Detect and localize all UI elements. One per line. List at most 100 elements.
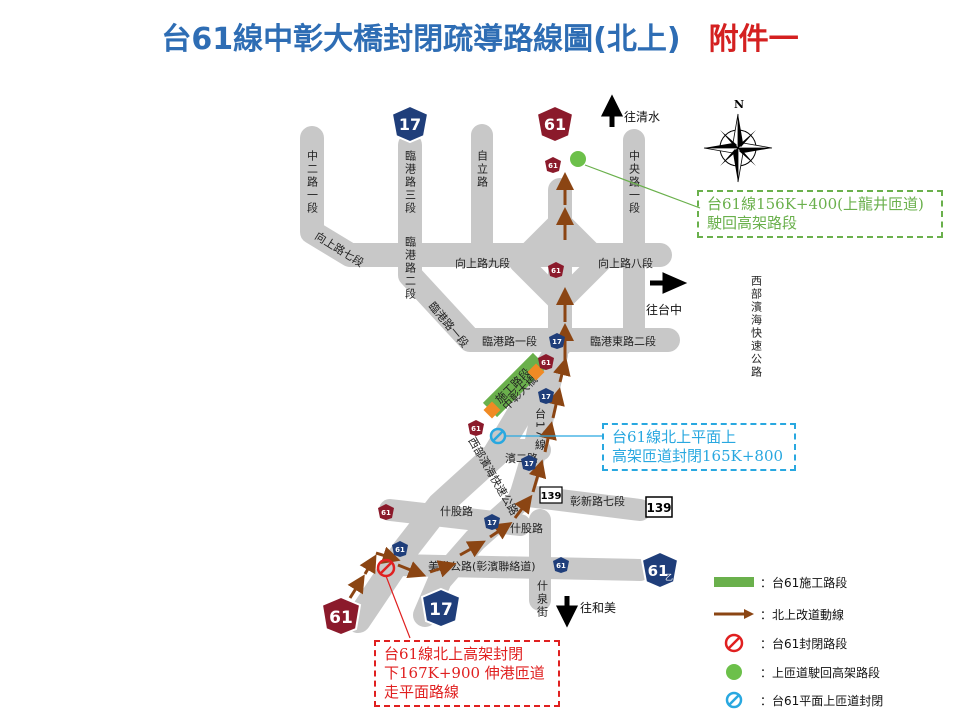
legend-label: ：上匝道駛回高架路段 (760, 665, 881, 680)
svg-text:139: 139 (541, 491, 562, 502)
compass-rose-icon: N (703, 98, 773, 183)
svg-text:17: 17 (487, 519, 497, 527)
road-label-zhangxin7: 彰新路七段 (570, 494, 625, 508)
svg-text:61: 61 (471, 425, 481, 433)
legend-item: ：北上改道動線 (712, 604, 844, 624)
detour-arrow (553, 357, 571, 383)
route-61b-shield-icon: 61 乙 (640, 550, 680, 590)
no-entry-blue-icon (489, 427, 602, 445)
svg-text:17: 17 (399, 115, 421, 134)
legend-item: ：台61平面上匝道封閉 (712, 690, 883, 710)
green-bar-icon (712, 572, 756, 592)
road-label-zhongyang1: 中央路一段 (628, 150, 641, 215)
map-title: 台61線中彰大橋封閉疏導路線圖(北上) 附件一 (0, 14, 960, 58)
svg-text:17: 17 (429, 600, 453, 620)
legend-label: ：台61封閉路段 (760, 636, 848, 651)
green-dot-icon (712, 662, 756, 682)
callout-red: 台61線北上高架封閉 下167K+900 伸港匝道 走平面路線 (374, 640, 560, 707)
brown-arrow-icon (712, 604, 756, 624)
detour-arrow (347, 574, 365, 599)
arrow-right-icon (650, 272, 688, 294)
svg-text:17: 17 (524, 460, 534, 468)
detour-arrow (429, 560, 457, 578)
svg-text:61: 61 (648, 562, 669, 580)
no-entry-blue-icon (712, 690, 756, 710)
route-61-small-shield-icon: 61 (548, 262, 564, 278)
direction-label-qingshui: 往清水 (624, 109, 660, 124)
route-17-small-shield-icon: 17 (484, 514, 500, 530)
route-17-small-shield-icon: 17 (521, 455, 537, 471)
road-label-zili: 自立路 (476, 150, 489, 189)
road-label-xiangshang9: 向上路九段 (455, 256, 510, 270)
detour-arrow (375, 546, 401, 564)
route-61-shield-icon: 61 (535, 104, 575, 144)
route-17-small-shield-icon: 17 (538, 388, 554, 404)
legend-label: ：台61施工路段 (760, 575, 848, 590)
svg-text:61: 61 (551, 267, 561, 275)
svg-text:139: 139 (646, 501, 671, 515)
road-label-west-coast: 西部濱海快速公路 (750, 275, 763, 379)
svg-text:17: 17 (541, 393, 551, 401)
work-sign-icon (483, 401, 501, 419)
svg-text:61: 61 (329, 608, 353, 628)
svg-text:17: 17 (552, 338, 562, 346)
callout-red-line-2: 下167K+900 伸港匝道 (384, 664, 545, 682)
route-61-small-shield-icon: 61 (538, 354, 554, 370)
route-17-small-shield-icon: 17 (549, 333, 565, 349)
callout-blue-line-1: 台61線北上平面上 (612, 428, 737, 446)
road-label-lingang3: 臨港路三段 (404, 150, 417, 215)
detour-arrow (539, 421, 557, 453)
title-attachment-tag: 附件一 (708, 22, 799, 57)
route-61-small-shield-icon: 61 (553, 557, 569, 573)
detour-arrow (547, 387, 565, 419)
callout-green: 台61線156K+400(上龍井匝道) 駛回高架路段 (697, 190, 943, 238)
svg-text:61: 61 (541, 359, 551, 367)
detour-arrow (397, 561, 427, 579)
legend-label: ：台61平面上匝道封閉 (760, 693, 884, 708)
callout-red-line-1: 台61線北上高架封閉 (384, 645, 524, 663)
road-label-shigu-left: 什股路 (440, 505, 473, 518)
direction-label-taizhong: 往台中 (646, 302, 682, 317)
svg-text:61: 61 (556, 562, 566, 570)
road-label-lingangeast2: 臨港東路二段 (590, 334, 656, 348)
road-network (300, 124, 680, 633)
arrow-up-icon (600, 94, 624, 127)
callout-blue-line-2: 高架匝道封閉165K+800 (612, 447, 784, 465)
road-label-tai17: 台17線 (534, 407, 547, 452)
route-61-small-shield-icon: 61 (378, 504, 394, 520)
road-label-zhonger: 中二路一段 (306, 150, 319, 215)
detour-arrow (359, 554, 377, 575)
no-entry-red-icon (712, 633, 756, 653)
detour-arrow (459, 540, 486, 558)
route-17-shield-icon: 17 (420, 587, 462, 629)
svg-text:61: 61 (381, 509, 391, 517)
title-main: 台61線中彰大橋封閉疏導路線圖(北上) (161, 22, 681, 57)
callout-blue: 台61線北上平面上 高架匝道封閉165K+800 (602, 423, 796, 471)
svg-text:61: 61 (548, 162, 558, 170)
detour-arrow (489, 522, 513, 540)
road-label-lingang1: 臨港路一段 (482, 334, 537, 348)
no-entry-red-icon (376, 558, 411, 639)
callout-green-line-1: 台61線156K+400(上龍井匝道) (707, 195, 924, 213)
detour-arrow (513, 494, 533, 519)
compass-north-label: N (734, 98, 744, 111)
svg-text:61: 61 (395, 546, 405, 554)
route-139-sign-icon: 139 (645, 496, 673, 518)
callout-red-line-3: 走平面路線 (384, 683, 460, 701)
direction-label-hemei: 往和美 (580, 600, 616, 615)
direction-qingshui: 往清水 (600, 94, 660, 127)
route-17-shield-icon: 17 (390, 104, 430, 144)
detour-route (347, 172, 574, 599)
road-label-xiangshang8: 向上路八段 (598, 256, 653, 270)
route-61-shield-icon: 61 (320, 595, 362, 637)
route-61-small-shield-icon: 61 (545, 157, 561, 173)
road-label-shiquan: 什泉街 (536, 580, 549, 619)
detour-arrow (528, 459, 547, 493)
route-61-small-shield-icon: 61 (392, 541, 408, 557)
green-dot-icon (570, 151, 701, 209)
direction-taizhong: 往台中 (646, 272, 688, 317)
svg-text:乙: 乙 (665, 573, 673, 582)
direction-hemei: 往和美 (555, 596, 616, 628)
legend-label: ：北上改道動線 (760, 607, 845, 622)
